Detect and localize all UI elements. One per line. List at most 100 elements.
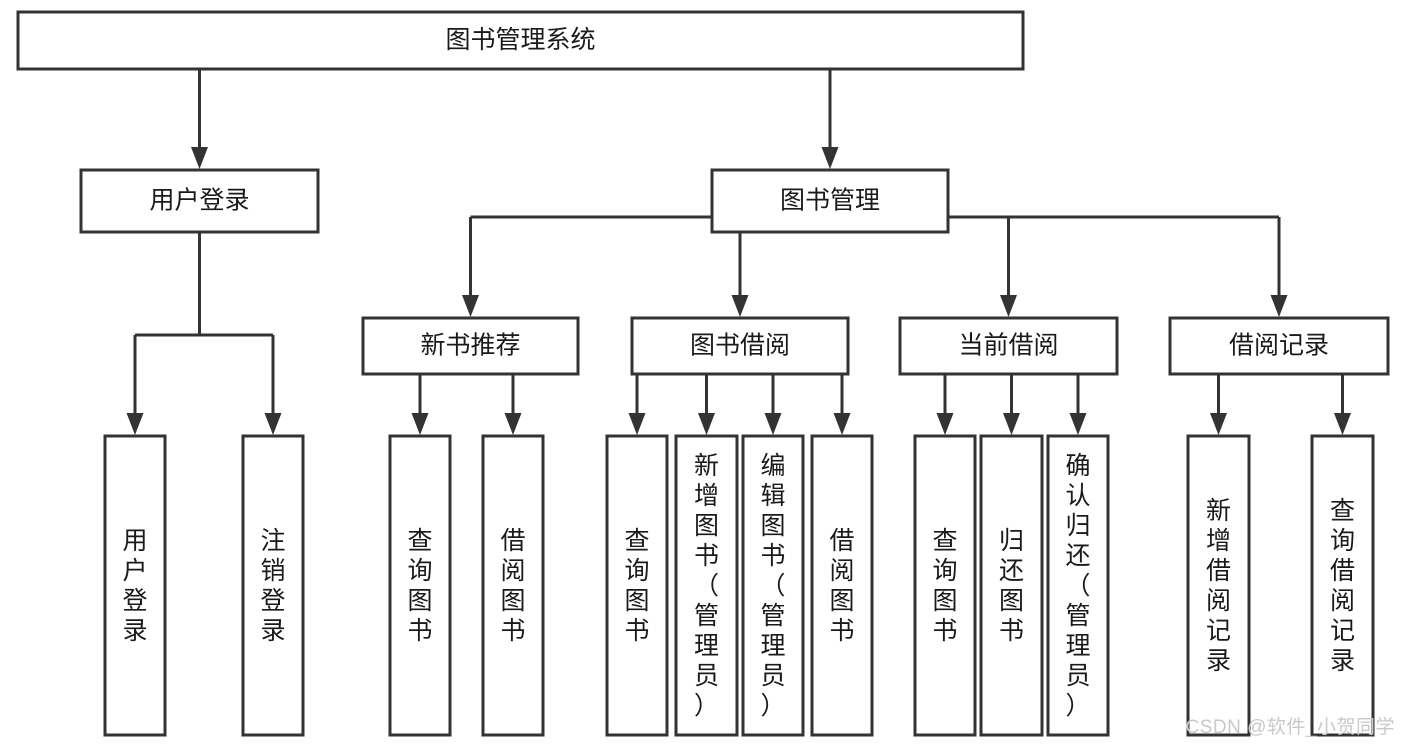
node-label-char: 增 xyxy=(1206,527,1231,555)
node-box[interactable] xyxy=(710,168,950,234)
node-box[interactable] xyxy=(898,316,1119,376)
node-label-char: 管 xyxy=(760,602,785,630)
node-label-char: 询 xyxy=(407,557,432,585)
node-label-char: 书 xyxy=(407,617,432,645)
node-n-new-book-rec[interactable]: 新书推荐 xyxy=(361,316,580,376)
node-label-char: 询 xyxy=(932,557,957,585)
node-box[interactable] xyxy=(1046,434,1110,737)
node-box[interactable] xyxy=(481,434,545,737)
node-label-char: 图 xyxy=(407,587,432,615)
arrow-head-icon xyxy=(411,413,429,435)
node-label-char: 注 xyxy=(260,527,285,555)
node-box[interactable] xyxy=(388,434,452,737)
node-label-char: （ xyxy=(760,572,785,600)
node-label: 借阅记录 xyxy=(1229,332,1329,360)
node-box[interactable] xyxy=(103,434,167,737)
node-label-char: 图 xyxy=(500,587,525,615)
node-box[interactable] xyxy=(674,434,739,737)
node-label-char: 归 xyxy=(999,527,1024,555)
node-box[interactable] xyxy=(1310,434,1375,737)
node-label-char: 员 xyxy=(760,662,785,690)
node-box[interactable] xyxy=(979,434,1044,737)
node-label-char: 查 xyxy=(407,527,432,555)
node-label-char: 员 xyxy=(694,662,719,690)
node-n-user-login[interactable]: 用户登录 xyxy=(79,168,320,234)
node-label: 图书借阅 xyxy=(690,332,790,360)
node-label-char: 理 xyxy=(694,632,719,660)
node-label-char: 录 xyxy=(122,617,147,645)
node-l-user-login[interactable]: 用户登录 xyxy=(103,434,167,737)
node-n-book-manage[interactable]: 图书管理 xyxy=(710,168,950,234)
arrow-head-icon xyxy=(126,413,144,435)
node-box[interactable] xyxy=(741,434,805,737)
node-box[interactable] xyxy=(241,434,305,737)
node-label-char: 书 xyxy=(760,542,785,570)
arrow-head-icon xyxy=(1210,413,1227,435)
node-label-char: ） xyxy=(760,692,785,720)
node-root[interactable]: 图书管理系统 xyxy=(16,10,1025,71)
node-label-char: 登 xyxy=(260,587,285,615)
node-label-char: 理 xyxy=(1065,632,1090,660)
node-label-char: 阅 xyxy=(1330,587,1355,615)
node-box[interactable] xyxy=(630,316,850,376)
node-box[interactable] xyxy=(810,434,874,737)
node-n-borrow-record[interactable]: 借阅记录 xyxy=(1168,316,1390,376)
node-label-char: 图 xyxy=(760,512,785,540)
node-label-char: 销 xyxy=(260,557,285,585)
node-label-char: 查 xyxy=(624,527,649,555)
arrow-head-icon xyxy=(1003,413,1020,435)
node-label: 用户登录 xyxy=(149,187,249,215)
arrow-head-icon xyxy=(698,413,715,435)
node-label-char: 记 xyxy=(1206,617,1231,645)
node-label-char: 增 xyxy=(694,482,719,510)
node-label-char: 图 xyxy=(624,587,649,615)
node-label-char: 图 xyxy=(694,512,719,540)
node-label-char: 借 xyxy=(1206,557,1231,585)
node-n-book-borrow[interactable]: 图书借阅 xyxy=(630,316,850,376)
node-label-char: 辑 xyxy=(760,482,785,510)
node-n-current-borrow[interactable]: 当前借阅 xyxy=(898,316,1119,376)
node-label-char: 员 xyxy=(1065,662,1090,690)
node-label-char: 记 xyxy=(1330,617,1355,645)
node-box[interactable] xyxy=(1186,434,1251,737)
node-box[interactable] xyxy=(1168,316,1390,376)
node-label-char: 阅 xyxy=(500,557,525,585)
node-box[interactable] xyxy=(79,168,320,234)
node-box[interactable] xyxy=(605,434,669,737)
arrow-head-icon xyxy=(821,147,839,169)
node-label-char: ） xyxy=(1065,692,1090,720)
node-label-char: 认 xyxy=(1065,482,1090,510)
node-label-char: 管 xyxy=(1065,602,1090,630)
node-label-char: ） xyxy=(694,692,719,720)
arrow-head-icon xyxy=(1270,295,1288,317)
node-box[interactable] xyxy=(913,434,977,737)
node-box[interactable] xyxy=(16,10,1025,71)
node-label-char: 用 xyxy=(122,527,147,555)
node-label-char: 录 xyxy=(1206,647,1231,675)
node-layer: 图书管理系统用户登录图书管理新书推荐图书借阅当前借阅借阅记录用户登录注销登录查询… xyxy=(16,10,1390,737)
arrow-head-icon xyxy=(264,413,282,435)
node-box[interactable] xyxy=(361,316,580,376)
node-label-char: 理 xyxy=(760,632,785,660)
node-label-char: 书 xyxy=(500,617,525,645)
node-label-char: 查 xyxy=(1330,497,1355,525)
arrow-head-icon xyxy=(504,413,522,435)
node-label-char: 借 xyxy=(1330,557,1355,585)
arrow-head-icon xyxy=(731,295,749,317)
node-label: 图书管理系统 xyxy=(445,26,595,54)
node-label-char: 书 xyxy=(999,617,1024,645)
node-label-char: 户 xyxy=(122,557,147,585)
